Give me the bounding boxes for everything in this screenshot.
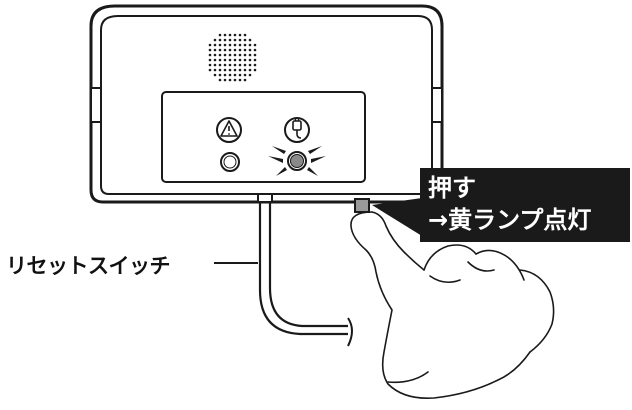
warning-lamp [220,152,240,172]
warning-triangle-icon [216,117,242,143]
lamp-glow-rays [268,146,326,176]
lit-lamp [268,146,326,176]
reset-switch-label: リセットスイッチ [6,254,171,278]
power-plug-icon [284,117,310,143]
callout-pointer [372,198,422,236]
pressing-hand [350,211,555,400]
side-clips [90,87,443,123]
reset-switch-button[interactable] [354,198,370,213]
callout-result-text: →黄ランプ点灯 [428,206,592,234]
control-panel [161,91,366,183]
power-cable [257,193,353,347]
callout-box: 押す →黄ランプ点灯 [420,168,630,242]
speaker-grille [208,33,257,82]
callout-action-text: 押す [428,174,476,202]
